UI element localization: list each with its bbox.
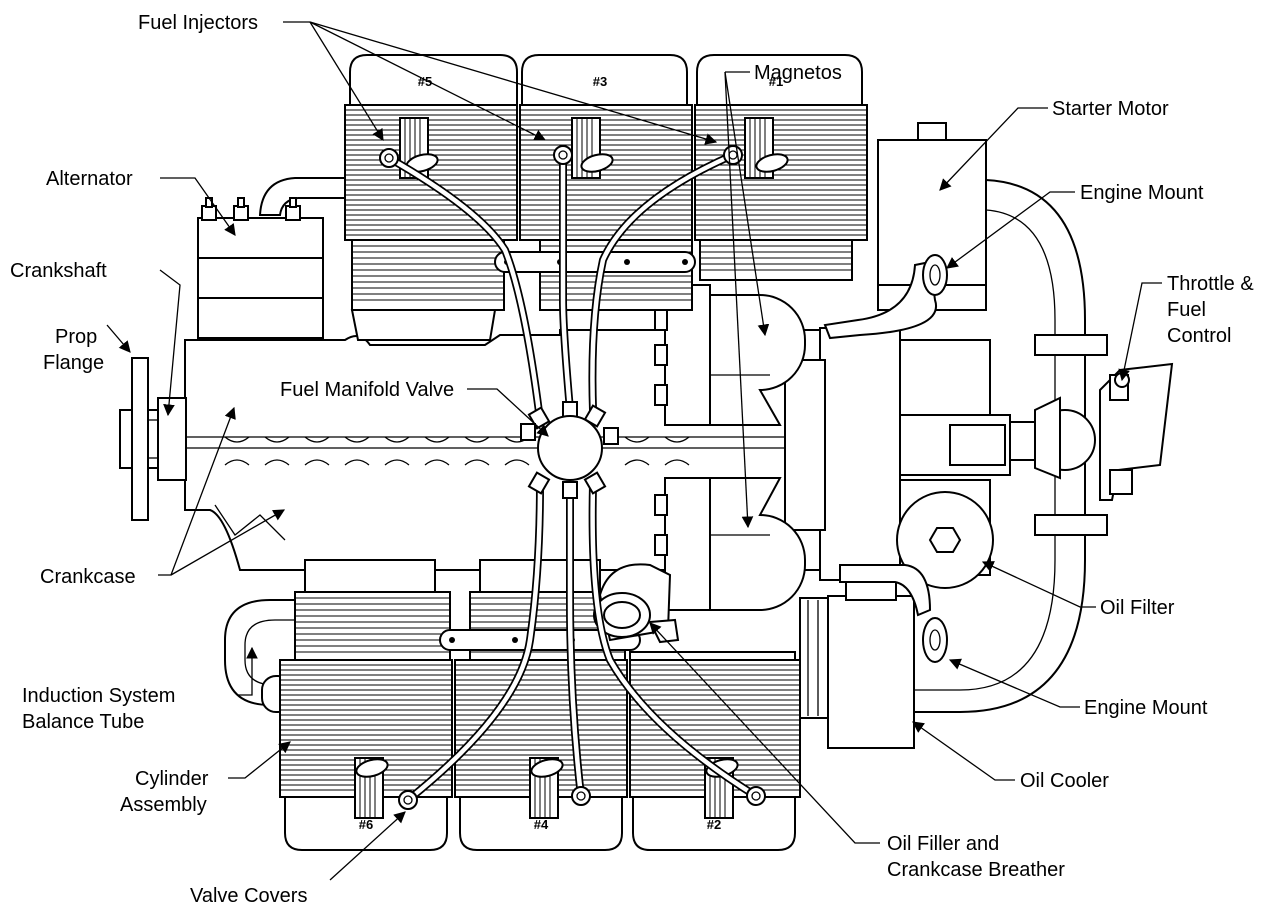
fuel-manifold-valve bbox=[520, 401, 619, 499]
upper-induction-tube bbox=[258, 177, 351, 216]
label-engine-mount-top: Engine Mount bbox=[1080, 182, 1204, 204]
label-throttle-1: Throttle & bbox=[1167, 273, 1254, 295]
label-crankshaft: Crankshaft bbox=[10, 260, 107, 282]
leader-lines bbox=[106, 21, 1162, 881]
accessory-section bbox=[784, 327, 1011, 589]
label-engine-mount-bottom: Engine Mount bbox=[1084, 697, 1208, 719]
intake-manifold-bottom bbox=[439, 629, 641, 651]
oil-cooler bbox=[799, 579, 915, 749]
label-prop-2: Flange bbox=[43, 352, 104, 374]
throttle-body bbox=[1009, 362, 1174, 501]
cyl-num-2: #2 bbox=[707, 817, 721, 832]
label-valve-covers: Valve Covers bbox=[190, 885, 307, 907]
cylinder-6 bbox=[279, 591, 453, 851]
intake-port-3 bbox=[580, 153, 614, 173]
intake-port-1 bbox=[755, 153, 789, 173]
cylinder-1 bbox=[694, 54, 868, 281]
intake-manifold-top bbox=[494, 251, 696, 273]
cyl-num-1: #1 bbox=[769, 74, 783, 89]
label-cylinder-1: Cylinder bbox=[135, 768, 209, 790]
label-prop-1: Prop bbox=[55, 326, 97, 348]
oil-filler-breather bbox=[593, 563, 680, 644]
label-magnetos: Magnetos bbox=[754, 62, 842, 84]
label-induction-2: Balance Tube bbox=[22, 711, 144, 733]
prop-flange bbox=[119, 357, 187, 521]
label-throttle-3: Control bbox=[1167, 325, 1231, 347]
label-oil-cooler: Oil Cooler bbox=[1020, 770, 1109, 792]
intake-port-4 bbox=[530, 758, 564, 778]
cyl-num-4: #4 bbox=[534, 817, 549, 832]
cylinder-3 bbox=[519, 54, 693, 311]
injector-nozzles bbox=[379, 145, 766, 810]
fuel-injector-lines bbox=[385, 151, 760, 804]
intake-port-6 bbox=[355, 758, 389, 778]
label-alternator: Alternator bbox=[46, 168, 133, 190]
cyl-num-3: #3 bbox=[593, 74, 607, 89]
label-throttle-2: Fuel bbox=[1167, 299, 1206, 321]
cyl-num-5: #5 bbox=[418, 74, 432, 89]
label-oil-filler-1: Oil Filler and bbox=[887, 833, 999, 855]
label-crankcase: Crankcase bbox=[40, 566, 136, 588]
alternator bbox=[197, 197, 324, 339]
engine-mount-lower bbox=[839, 564, 948, 663]
cyl-num-6: #6 bbox=[359, 817, 373, 832]
label-cylinder-2: Assembly bbox=[120, 794, 207, 816]
cylinder-5 bbox=[344, 54, 518, 311]
label-induction-1: Induction System bbox=[22, 685, 175, 707]
label-oil-filler-2: Crankcase Breather bbox=[887, 859, 1065, 881]
label-oil-filter: Oil Filter bbox=[1100, 597, 1175, 619]
label-fuel-injectors: Fuel Injectors bbox=[138, 12, 258, 34]
engine-mount-upper bbox=[823, 254, 948, 340]
label-fuel-manifold-valve: Fuel Manifold Valve bbox=[280, 379, 454, 401]
label-starter-motor: Starter Motor bbox=[1052, 98, 1169, 120]
